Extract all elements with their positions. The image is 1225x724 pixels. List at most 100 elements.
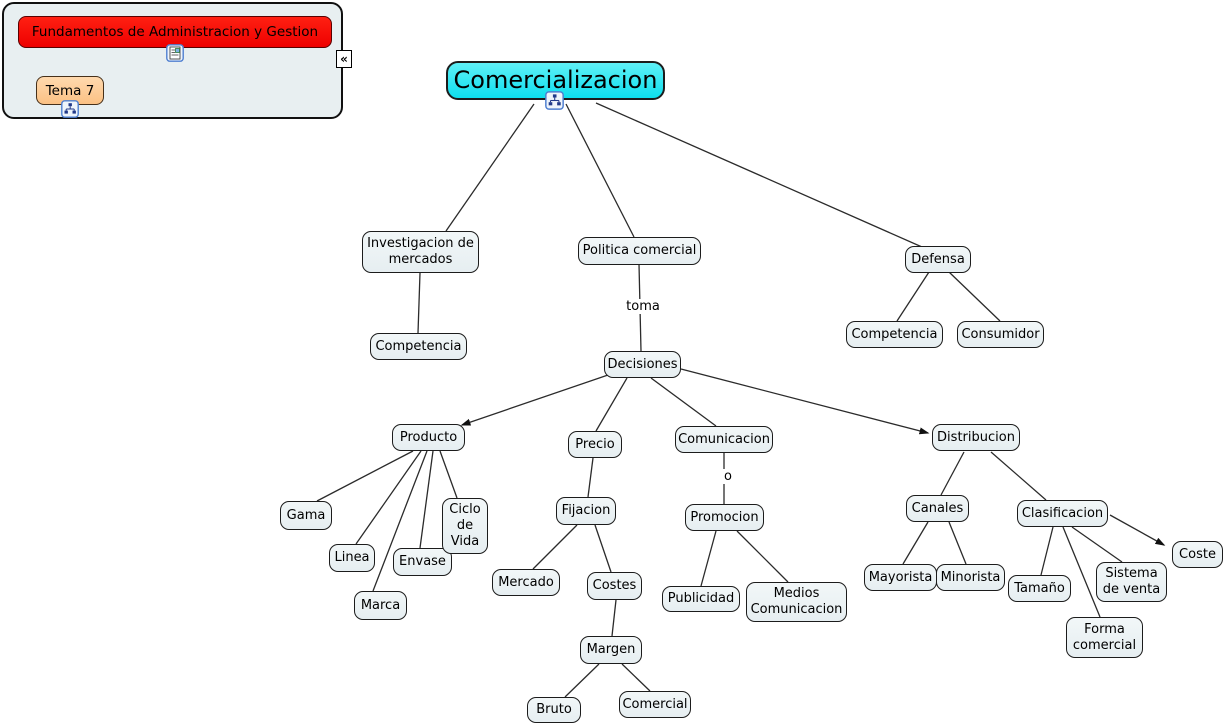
concept-decisiones[interactable]: Decisiones <box>604 351 681 378</box>
concept-margen[interactable]: Margen <box>580 636 642 664</box>
concept-label: Medios Comunicacion <box>750 586 843 617</box>
concept-label: Fijacion <box>561 503 611 519</box>
concept-label: Comunicacion <box>678 431 770 447</box>
concept-gama[interactable]: Gama <box>280 501 332 530</box>
concept-canales[interactable]: Canales <box>906 495 969 522</box>
concept-linea[interactable]: Linea <box>329 544 375 572</box>
edge-distribucion-clasificacion <box>990 451 1047 501</box>
concept-label: Competencia <box>851 326 938 342</box>
edge-decisiones-producto <box>460 374 609 426</box>
edge-decisiones-precio <box>595 377 628 432</box>
submap-tree-icon[interactable] <box>545 91 564 114</box>
concept-label: Envase <box>399 554 446 570</box>
edge-producto-envase <box>419 450 434 549</box>
concept-producto[interactable]: Producto <box>392 424 465 451</box>
resource-document-icon[interactable] <box>166 44 184 66</box>
edge-costes-margen <box>611 599 617 637</box>
concept-clasificacion[interactable]: Clasificacion <box>1017 500 1108 527</box>
edge-producto-gama <box>316 450 414 502</box>
concept-label: Bruto <box>536 702 572 718</box>
concept-medios-comunicacion[interactable]: Medios Comunicacion <box>746 582 847 622</box>
concept-bruto[interactable]: Bruto <box>527 697 581 723</box>
concept-label: Competencia <box>375 338 462 354</box>
concept-label: Costes <box>592 578 637 594</box>
concept-label: Investigacion de mercados <box>367 236 474 267</box>
link-label-text: o <box>724 469 732 484</box>
edge-canales-minorista <box>948 521 967 565</box>
concept-label: Forma comercial <box>1072 621 1137 653</box>
concept-coste[interactable]: Coste <box>1172 541 1223 568</box>
concept-mercado[interactable]: Mercado <box>492 569 560 596</box>
root-topic-node[interactable]: Fundamentos de Administracion y Gestion <box>18 16 332 48</box>
edge-margen-bruto <box>564 663 600 698</box>
concept-comunicacion[interactable]: Comunicacion <box>675 426 773 453</box>
concept-label: Canales <box>911 500 964 516</box>
concept-mayorista[interactable]: Mayorista <box>864 564 937 591</box>
concept-investigacion-de-mercados[interactable]: Investigacion de mercados <box>362 231 479 273</box>
concept-ciclo-de-vida[interactable]: Ciclo de Vida <box>442 498 488 554</box>
concept-comercializacion[interactable]: Comercializacion <box>446 61 665 100</box>
concept-distribucion[interactable]: Distribucion <box>932 424 1020 451</box>
edge-producto-marca <box>372 450 428 592</box>
concept-precio[interactable]: Precio <box>568 431 622 458</box>
concept-label: Politica comercial <box>582 243 697 259</box>
concept-marca[interactable]: Marca <box>354 591 407 620</box>
edge-producto-ciclo <box>439 450 458 499</box>
edge-fijacion-mercado <box>532 524 578 570</box>
concept-costes[interactable]: Costes <box>587 572 642 600</box>
submap-tree-icon[interactable] <box>61 100 79 122</box>
concept-tamano[interactable]: Tamaño <box>1008 575 1071 602</box>
link-label-o[interactable]: o <box>718 469 738 484</box>
concept-label: Mayorista <box>868 569 933 585</box>
concept-label: Promocion <box>690 509 759 525</box>
edge-investigacion-competencia <box>417 272 421 334</box>
edge-promocion-medios <box>736 530 789 583</box>
edge-clasificacion-tamano <box>1040 526 1054 576</box>
edge-root-politica <box>565 103 635 238</box>
edge-fijacion-costes <box>594 524 612 573</box>
concept-label: Mercado <box>498 574 554 590</box>
concept-label: Margen <box>586 642 636 658</box>
concept-label: Producto <box>399 429 458 445</box>
concept-label: Gama <box>286 507 326 523</box>
concept-consumidor[interactable]: Consumidor <box>957 321 1044 348</box>
concept-label: Marca <box>360 597 401 613</box>
edge-decisiones-distribucion <box>680 368 930 435</box>
concept-label: Decisiones <box>607 356 678 372</box>
concept-politica-comercial[interactable]: Politica comercial <box>578 237 701 265</box>
concept-label: Comercializacion <box>453 65 658 94</box>
concept-label: Publicidad <box>667 591 735 607</box>
concept-label: Coste <box>1179 546 1216 562</box>
collapse-chevrons-icon[interactable]: « <box>336 50 352 68</box>
edge-canales-mayorista <box>902 521 929 565</box>
concept-promocion[interactable]: Promocion <box>685 504 764 531</box>
link-label-toma[interactable]: toma <box>621 299 665 314</box>
edge-producto-linea <box>355 450 422 545</box>
tema-7-label: Tema 7 <box>45 82 95 99</box>
concept-envase[interactable]: Envase <box>393 548 452 576</box>
edge-promocion-publicidad <box>700 530 717 587</box>
concept-fijacion[interactable]: Fijacion <box>556 497 616 525</box>
edge-defensa-competencia <box>896 271 930 322</box>
concept-competencia-izq[interactable]: Competencia <box>370 333 467 360</box>
cmap-views-panel: Fundamentos de Administracion y Gestion … <box>2 2 343 119</box>
concept-sistema-de-venta[interactable]: Sistema de venta <box>1096 562 1167 602</box>
edge-margen-comercial <box>621 663 651 692</box>
concept-competencia-der[interactable]: Competencia <box>846 321 943 348</box>
edge-precio-fijacion <box>587 457 594 498</box>
edge-clasificacion-coste <box>1109 514 1166 546</box>
concept-publicidad[interactable]: Publicidad <box>662 586 740 612</box>
concept-defensa[interactable]: Defensa <box>905 246 971 273</box>
edge-clasificacion-sistema <box>1071 526 1123 563</box>
concept-minorista[interactable]: Minorista <box>936 564 1005 591</box>
edge-root-investigacion <box>445 103 535 232</box>
edge-distribucion-canales <box>940 451 965 496</box>
concept-label: Comercial <box>622 696 688 712</box>
concept-label: Linea <box>334 550 370 566</box>
concept-forma-comercial[interactable]: Forma comercial <box>1066 617 1143 658</box>
concept-label: Ciclo de Vida <box>449 502 481 549</box>
concept-comercial[interactable]: Comercial <box>619 691 691 718</box>
root-topic-label: Fundamentos de Administracion y Gestion <box>31 24 319 40</box>
